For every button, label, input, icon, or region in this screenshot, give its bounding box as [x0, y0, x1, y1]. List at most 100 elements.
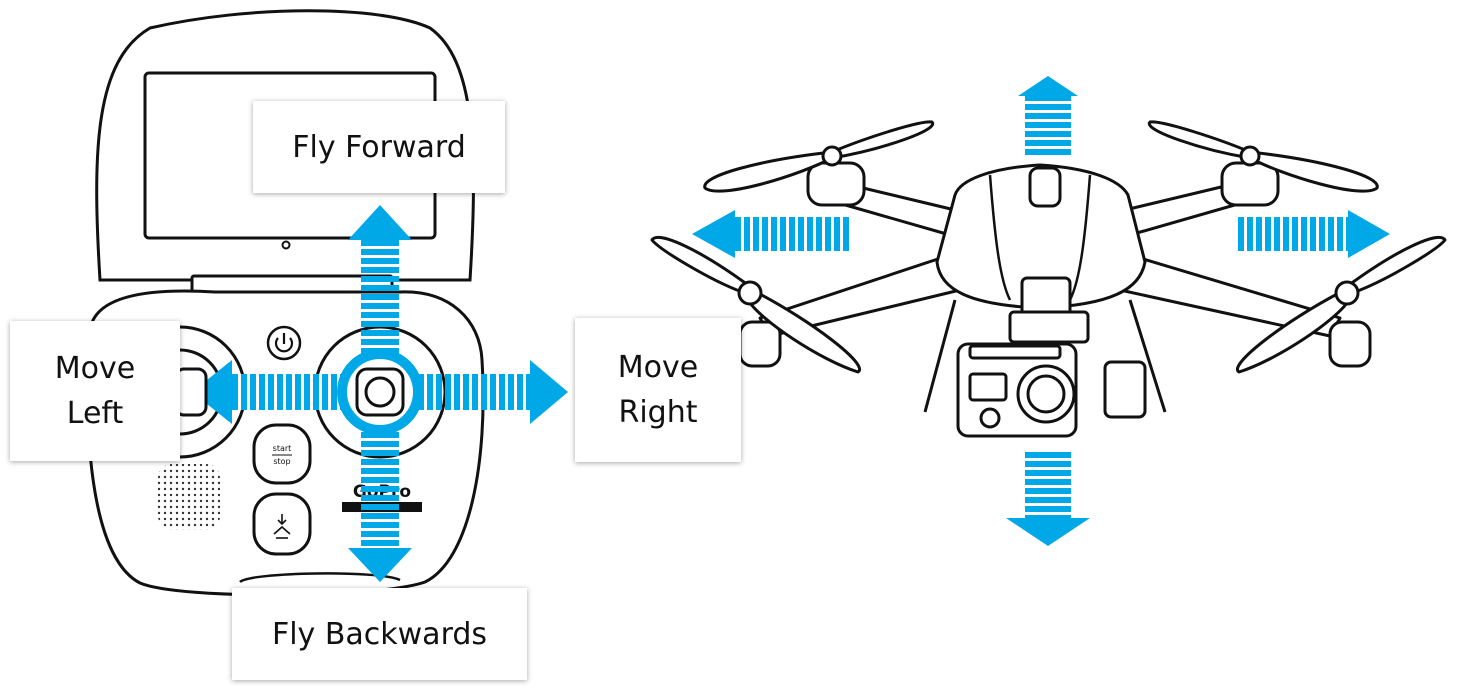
controller-left-arrow-stripe-4: [268, 374, 274, 410]
drone-right-arrow-stripe-11: [1337, 217, 1343, 251]
drone-right-arrow-stripe-9: [1319, 217, 1325, 251]
gps-dome: [1028, 166, 1062, 208]
fly-backwards-label: Fly Backwards: [232, 588, 527, 680]
drone-left-arrow-stripe-10: [825, 217, 831, 251]
drone-right-arrow-stripe-5: [1283, 217, 1289, 251]
drone-down-arrow-stripe-3: [1025, 479, 1071, 485]
controller-left-arrow-stripe-9: [313, 374, 319, 410]
controller-up-arrowhead: [348, 205, 412, 240]
return-home-icon: [273, 514, 291, 539]
left-stick-cap: [174, 367, 208, 417]
controller-up-arrow-stripe-7: [361, 303, 399, 309]
hub-front-right: [1334, 280, 1360, 306]
controller-up-arrow-stripe-5: [361, 285, 399, 291]
drone: [650, 120, 1447, 438]
controller-left-arrow-stripe-8: [304, 374, 310, 410]
controller-up-arrow-stripe-6: [361, 294, 399, 300]
screen-dot: [281, 240, 291, 250]
drone-up-arrow-stripe-2: [1025, 113, 1071, 119]
controller-right-arrow-stripe-6: [472, 374, 478, 410]
drone-up-arrow-stripe-5: [1025, 140, 1071, 146]
drone-left-arrow-stripe-0: [735, 217, 741, 251]
controller-left-arrow-stripe-5: [277, 374, 283, 410]
move-left-label: Move Left: [10, 321, 180, 461]
controller-left-arrow-stripe-0: [232, 374, 238, 410]
controller-left-arrow-stripe-1: [241, 374, 247, 410]
controller-down-arrow-stripe-4: [361, 468, 399, 474]
drone-down-arrow-stripe-0: [1025, 452, 1071, 458]
prop-front-left-a: [650, 235, 750, 294]
controller-right-arrow-stripe-11: [517, 374, 523, 410]
drone-right-arrow-stripe-1: [1247, 217, 1253, 251]
camera-screen: [968, 372, 1008, 402]
controller-right-arrow-stripe-4: [454, 374, 460, 410]
fly-forward-label: Fly Forward: [253, 101, 505, 193]
direction-arrows: [192, 76, 1390, 582]
gimbal-side: [1103, 360, 1147, 419]
controller-right-arrow-stripe-8: [490, 374, 496, 410]
drone-right-arrow-stripe-3: [1265, 217, 1271, 251]
drone-down-arrow-stripe-6: [1025, 506, 1071, 512]
power-icon: [274, 333, 294, 353]
gimbal-arm: [1008, 310, 1090, 344]
prop-front-left-b: [746, 290, 862, 374]
controller-up-arrow-stripe-1: [361, 249, 399, 255]
drone-left-arrowhead: [692, 210, 735, 258]
drone-right-arrow-stripe-10: [1328, 217, 1334, 251]
controller-right-arrow-stripe-1: [427, 374, 433, 410]
drone-left-arrow-stripe-2: [753, 217, 759, 251]
controller-bottom-tab: [239, 572, 401, 584]
drone-up-arrowhead: [1018, 76, 1078, 96]
drone-right-arrow-stripe-7: [1301, 217, 1307, 251]
controller-right-arrow-stripe-9: [499, 374, 505, 410]
drone-left-arrow-stripe-7: [798, 217, 804, 251]
controller-up-arrow-stripe-0: [361, 240, 399, 246]
controller-down-arrow-stripe-3: [361, 459, 399, 465]
prop-front-right-b: [1235, 290, 1351, 374]
drone-left-arrow-stripe-8: [807, 217, 813, 251]
drone-right-arrow-stripe-6: [1292, 217, 1298, 251]
drone-right-arrow-stripe-8: [1310, 217, 1316, 251]
drone-down-arrow-stripe-2: [1025, 470, 1071, 476]
drone-left-arrow-stripe-3: [762, 217, 768, 251]
drone-down-arrow-stripe-4: [1025, 488, 1071, 494]
controller-right-arrow-stripe-5: [463, 374, 469, 410]
controller-down-arrow-stripe-8: [361, 504, 399, 510]
drone-up-arrow-stripe-0: [1025, 95, 1071, 101]
drone-up-arrow-stripe-1: [1025, 104, 1071, 110]
controller-right-arrow-stripe-10: [508, 374, 514, 410]
controller-up-arrow-stripe-3: [361, 267, 399, 273]
controller-down-arrow-stripe-7: [361, 495, 399, 501]
controller: [86, 9, 485, 597]
prop-front-right-a: [1347, 235, 1447, 294]
start-stop-button: [252, 423, 312, 485]
drone-body: [935, 163, 1147, 310]
controller-down-arrow-stripe-9: [361, 513, 399, 519]
motor-back-right: [1220, 161, 1280, 207]
motor-back-left: [806, 161, 866, 207]
controller-down-arrowhead: [348, 548, 412, 582]
drone-up-arrow-stripe-4: [1025, 131, 1071, 137]
leg-left: [923, 299, 957, 413]
controller-down-arrow-stripe-10: [361, 522, 399, 528]
controller-up-arrow-stripe-2: [361, 258, 399, 264]
controller-left-arrow-stripe-2: [250, 374, 256, 410]
right-stick-cap-center: [364, 376, 396, 408]
prop-back-right-b: [1147, 120, 1252, 160]
controller-up-arrow-stripe-8: [361, 312, 399, 318]
move-right-label: Move Right: [575, 318, 741, 462]
drone-right-arrowhead: [1348, 210, 1390, 258]
controller-left-arrowhead: [192, 360, 232, 424]
drone-right-arrow-stripe-4: [1274, 217, 1280, 251]
motor-front-left: [738, 320, 782, 368]
drone-left-arrow-stripe-5: [780, 217, 786, 251]
controller-up-arrow-stripe-10: [361, 330, 399, 336]
controller-down-arrow-stripe-6: [361, 486, 399, 492]
controller-left-arrow-stripe-11: [331, 374, 337, 410]
drone-left-arrow-stripe-6: [789, 217, 795, 251]
drone-left-arrow-stripe-4: [771, 217, 777, 251]
controller-down-arrow-stripe-2: [361, 450, 399, 456]
controller-right-arrowhead: [530, 360, 568, 424]
leg-right: [1128, 299, 1167, 413]
drone-up-arrow-stripe-3: [1025, 122, 1071, 128]
